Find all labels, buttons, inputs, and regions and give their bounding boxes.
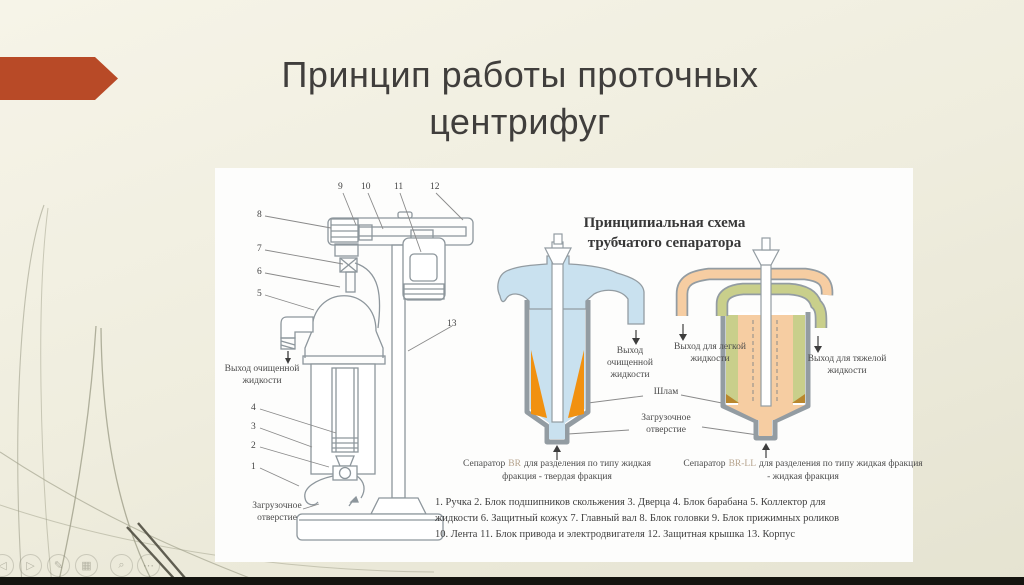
pen-icon: ✎ xyxy=(53,560,64,572)
light-liquid-outlet-label: Выход для легкой жидкости xyxy=(674,342,746,364)
machine-feed-label: Загрузочное отверстие xyxy=(252,501,302,523)
separator-solid-liquid xyxy=(497,233,645,460)
clarified-outlet-label: Выход очищенной жидкости xyxy=(607,346,653,380)
centrifuge-line-drawing xyxy=(280,211,474,541)
next-slide-icon: ▷ xyxy=(26,560,35,572)
legend-line-3: 10. Лента 11. Блок привода и электродвиг… xyxy=(435,529,796,540)
schematic-title: Принципиальная схема трубчатого сепарато… xyxy=(583,215,746,251)
page-title-line-1: Принцип работы проточных xyxy=(281,54,759,95)
part-number-8: 8 xyxy=(257,210,262,220)
more-options-icon: ⋯ xyxy=(143,560,154,572)
leader-lines xyxy=(259,192,759,510)
part-number-1: 1 xyxy=(251,462,256,472)
part-number-10: 10 xyxy=(361,182,371,192)
legend-line-1: 1. Ручка 2. Блок подшипников скольжения … xyxy=(435,497,826,508)
magnifier-icon: ⌕ xyxy=(118,559,125,571)
accent-arrow xyxy=(0,57,118,100)
part-number-13: 13 xyxy=(447,319,457,329)
legend-line-2: жидкости 6. Защитный кожух 7. Главный ва… xyxy=(435,513,840,524)
machine-outlet-label: Выход очищенной жидкости xyxy=(224,364,300,386)
page-title: Принцип работы проточных центрифуг xyxy=(150,52,890,146)
schematic-feed-label: Загрузочное отверстие xyxy=(641,413,691,435)
part-number-7: 7 xyxy=(257,244,262,254)
separator-right-model: BR-LL xyxy=(728,459,757,469)
next-slide-button[interactable]: ▷ xyxy=(19,554,42,577)
separator-left-model: BR xyxy=(508,459,521,469)
all-slides-icon: ▦ xyxy=(81,560,92,572)
bottom-bar xyxy=(0,577,1024,585)
all-slides-button[interactable]: ▦ xyxy=(75,554,98,577)
part-number-12: 12 xyxy=(430,182,440,192)
page-title-line-2: центрифуг xyxy=(429,100,611,142)
previous-slide-icon: ◁ xyxy=(0,560,7,572)
content-panel: 1 2 3 4 5 6 7 8 9 10 11 12 13 Выход очищ… xyxy=(215,168,923,562)
heavy-liquid-outlet-label: Выход для тяжелой жидкости xyxy=(807,354,887,376)
part-number-3: 3 xyxy=(251,422,256,432)
part-number-11: 11 xyxy=(394,182,404,192)
part-number-2: 2 xyxy=(251,441,256,451)
pen-tool-button[interactable]: ✎ xyxy=(47,554,70,577)
part-number-5: 5 xyxy=(257,289,262,299)
diagram-graphics xyxy=(259,192,834,541)
part-number-6: 6 xyxy=(257,267,262,277)
separator-liquid-liquid xyxy=(675,237,834,458)
more-options-button[interactable]: ⋯ xyxy=(137,554,160,577)
sludge-label: Шлам xyxy=(653,387,679,397)
part-number-9: 9 xyxy=(338,182,343,192)
zoom-slide-button[interactable]: ⌕ xyxy=(110,554,133,577)
part-number-4: 4 xyxy=(251,403,256,413)
